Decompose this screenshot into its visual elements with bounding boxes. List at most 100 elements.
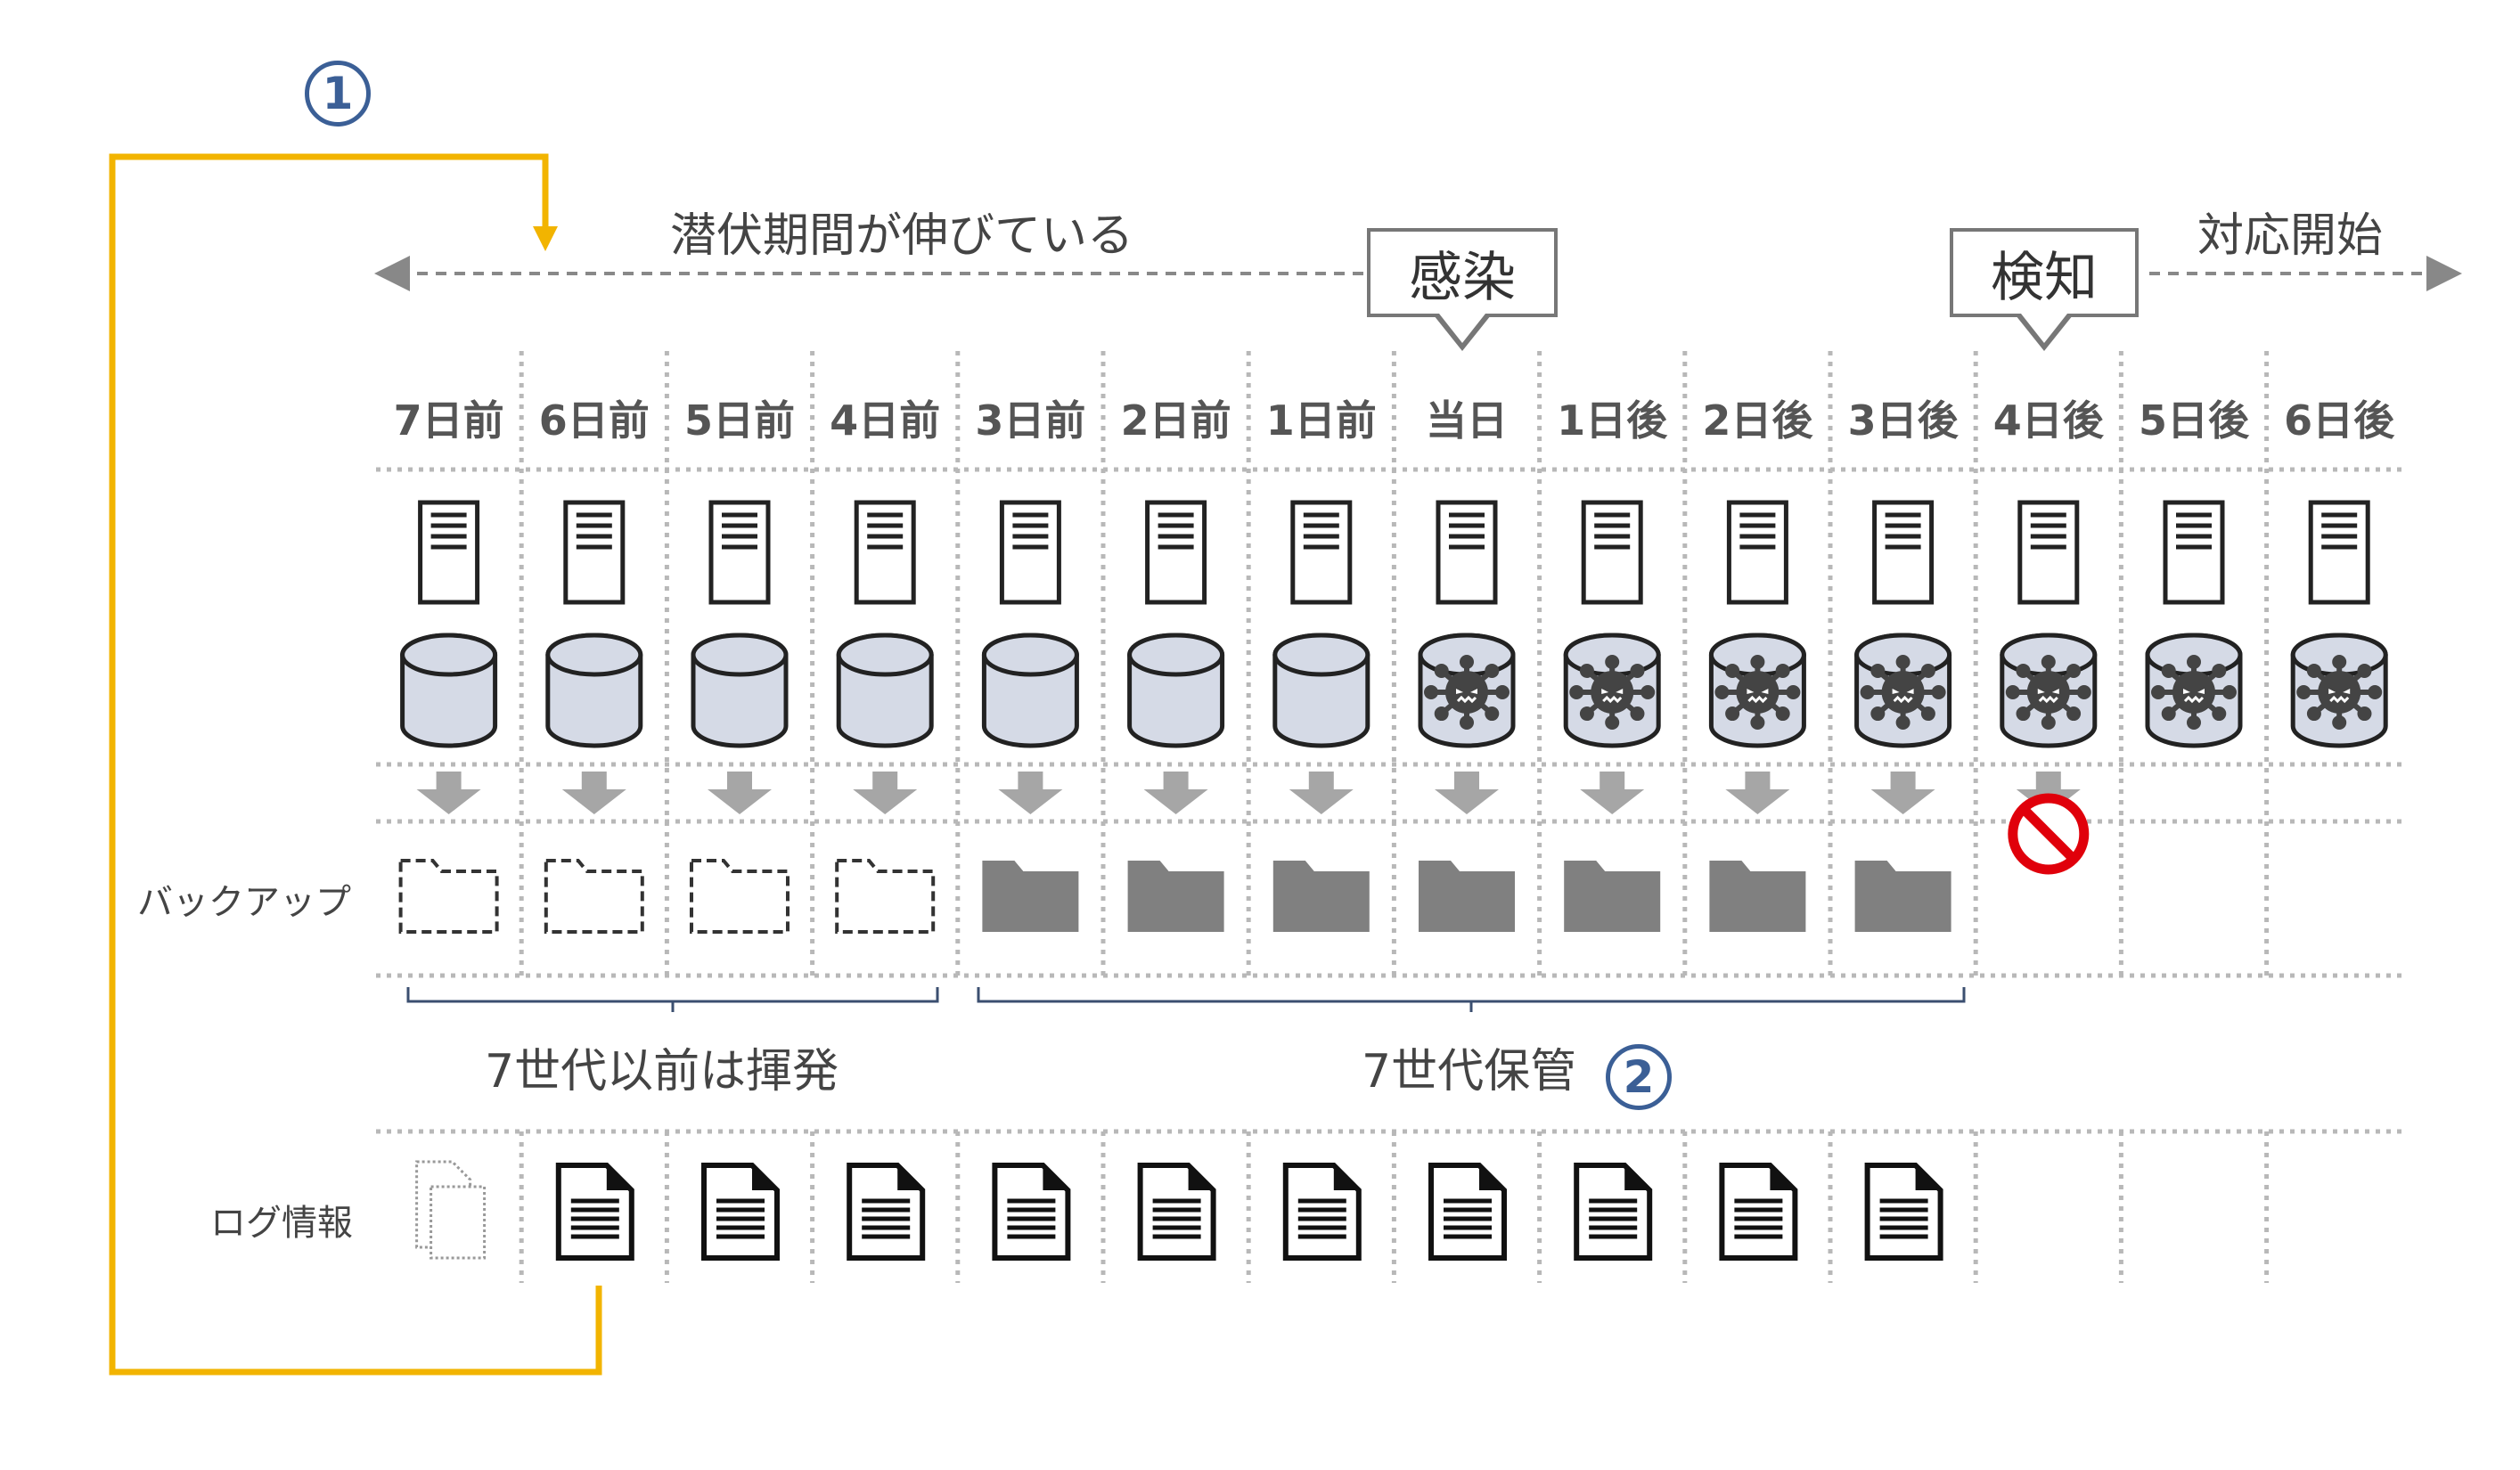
backup-arrow-icon <box>853 772 918 814</box>
latent-period-label: 潜伏期間が伸びている <box>670 209 1134 263</box>
server-icon <box>418 500 480 605</box>
day-header: 1日後 <box>1557 396 1668 445</box>
log-document-icon <box>555 1163 634 1261</box>
loop-arrowhead <box>533 226 558 251</box>
backup-arrow-icon <box>1289 772 1354 814</box>
server-icon <box>2163 500 2225 605</box>
volatile-bracket <box>406 987 939 1012</box>
day-header: 7日前 <box>393 396 504 445</box>
prohibited-icon <box>2008 793 2090 875</box>
server-icon <box>708 500 771 605</box>
storage-icon <box>1127 633 1225 748</box>
log-document-icon <box>1137 1163 1216 1261</box>
kept-group-label: 7世代保管 <box>1362 1045 1577 1098</box>
folder-icon <box>982 861 1079 932</box>
folder-icon <box>1854 861 1951 932</box>
infection-callout: 感染 <box>1367 228 1558 317</box>
backup-arrow-icon <box>416 772 481 814</box>
storage-icon <box>691 633 789 748</box>
server-icon <box>1290 500 1353 605</box>
expired-folder-icon <box>690 859 790 934</box>
backup-arrow-icon <box>1725 772 1790 814</box>
volatile-group-label: 7世代以前は揮発 <box>485 1045 839 1098</box>
server-icon <box>854 500 916 605</box>
virus-icon <box>1569 655 1656 730</box>
log-document-icon <box>992 1163 1071 1261</box>
infected-storage-icon <box>2290 633 2388 748</box>
infected-storage-icon <box>2000 633 2098 748</box>
kept-bracket <box>977 987 1966 1012</box>
infected-storage-icon <box>2145 633 2243 748</box>
log-document-icon <box>847 1163 926 1261</box>
storage-icon <box>400 633 498 748</box>
infected-storage-icon <box>1708 633 1806 748</box>
server-icon <box>2308 500 2370 605</box>
server-icon <box>1726 500 1788 605</box>
log-document-icon <box>701 1163 780 1261</box>
log-document-icon <box>1574 1163 1653 1261</box>
storage-icon <box>836 633 934 748</box>
day-header: 6日後 <box>2284 396 2395 445</box>
expired-folder-icon <box>398 859 499 934</box>
log-document-icon <box>1428 1163 1507 1261</box>
virus-icon <box>1714 655 1801 730</box>
expired-folder-icon <box>544 859 644 934</box>
virus-icon <box>1860 655 1946 730</box>
folder-icon <box>1272 861 1370 932</box>
day-header: 当日 <box>1426 396 1508 445</box>
server-icon <box>999 500 1061 605</box>
loop-arrow <box>109 153 602 1376</box>
day-header: 2日後 <box>1702 396 1813 445</box>
backup-row-label: バックアップ <box>137 882 351 923</box>
day-header: 1日前 <box>1265 396 1377 445</box>
marker-2: 2 <box>1606 1044 1672 1110</box>
backup-arrow-icon <box>1143 772 1208 814</box>
virus-icon <box>2151 655 2237 730</box>
infected-storage-icon <box>1563 633 1661 748</box>
backup-arrow-icon <box>708 772 772 814</box>
backup-arrow-icon <box>1870 772 1935 814</box>
marker-1-label: 1 <box>322 68 354 119</box>
response-start-label: 対応開始 <box>2197 209 2384 263</box>
storage-icon <box>1272 633 1370 748</box>
detection-callout-label: 検知 <box>1991 246 2098 309</box>
backup-arrow-icon <box>998 772 1063 814</box>
day-header: 2日前 <box>1120 396 1231 445</box>
server-icon <box>1581 500 1643 605</box>
marker-2-label: 2 <box>1623 1051 1655 1103</box>
folder-icon <box>1127 861 1224 932</box>
day-header: 3日前 <box>975 396 1086 445</box>
day-header: 5日前 <box>683 396 795 445</box>
infection-callout-label: 感染 <box>1409 246 1516 309</box>
day-header: 4日前 <box>830 396 941 445</box>
folder-icon <box>1709 861 1806 932</box>
faded-log-icon <box>415 1160 487 1260</box>
log-document-icon <box>1719 1163 1798 1261</box>
infected-storage-icon <box>1418 633 1516 748</box>
log-document-icon <box>1282 1163 1362 1261</box>
virus-icon <box>1424 655 1510 730</box>
folder-icon <box>1419 861 1515 932</box>
log-row-label: ログ情報 <box>210 1203 353 1244</box>
backup-arrow-icon <box>1435 772 1499 814</box>
day-header: 6日前 <box>538 396 650 445</box>
backup-arrow-icon <box>1580 772 1645 814</box>
infected-storage-icon <box>1854 633 1952 748</box>
virus-icon <box>2005 655 2091 730</box>
detection-callout: 検知 <box>1950 228 2139 317</box>
log-document-icon <box>1864 1163 1943 1261</box>
server-icon <box>2017 500 2080 605</box>
server-icon <box>1436 500 1498 605</box>
folder-icon <box>1564 861 1661 932</box>
storage-icon <box>545 633 643 748</box>
expired-folder-icon <box>835 859 936 934</box>
server-icon <box>1145 500 1207 605</box>
backup-arrow-icon <box>2016 772 2081 814</box>
day-header: 5日後 <box>2138 396 2249 445</box>
day-header: 4日後 <box>1992 396 2104 445</box>
server-icon <box>563 500 626 605</box>
marker-1: 1 <box>305 61 371 127</box>
storage-icon <box>981 633 1079 748</box>
